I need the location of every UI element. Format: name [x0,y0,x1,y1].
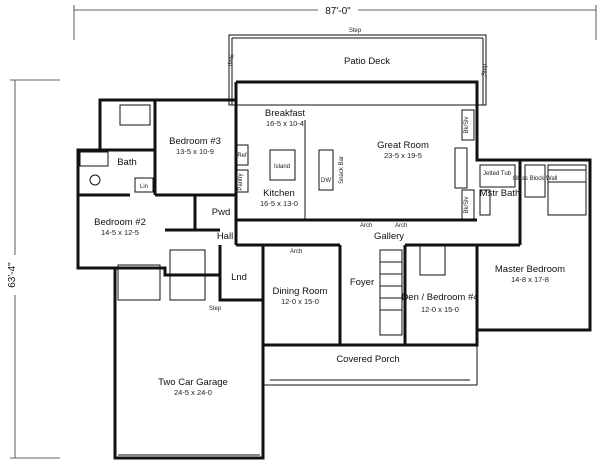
pwd-name: Pwd [212,207,230,218]
hall-name: Hall [217,231,233,242]
foyer-name: Foyer [350,277,374,288]
garage-name: Two Car Garage [158,377,228,388]
room-labels: Patio Deck Breakfast 16-5 x 10-4 Great R… [94,56,565,397]
snack-bar-label: Snack Bar [339,156,345,184]
ref-label: Ref [237,153,247,159]
fireplace [454,147,468,189]
closets [117,104,587,301]
master-bath-name-1: Mstr Bath [480,188,521,199]
depth-dimension: 63'-4" [5,79,60,459]
patio-deck-name: Patio Deck [344,56,390,67]
garage-size: 24-5 x 24-0 [174,388,212,397]
dw-label: DW [321,178,331,184]
bath-fixtures: Lin [79,151,154,193]
den-name: Den / Bedroom #4 [401,292,478,303]
patio-step-left: Step [227,54,233,67]
great-room-name: Great Room [377,140,429,151]
great-room-fixtures: Bk/Slv Bk/Slv [454,109,475,221]
island-label: Island [274,164,290,170]
bkslv-bottom: Bk/Slv [464,196,470,213]
bedroom3-name: Bedroom #3 [169,136,221,147]
garage-step: Step [209,306,222,312]
dining-room-size: 12-0 x 15-0 [281,297,319,306]
jetted-tub [479,164,516,188]
great-room-size: 23-5 x 19-5 [384,151,422,160]
width-label: 87'-0" [325,6,351,17]
laundry-name: Lnd [231,272,247,283]
breakfast-name: Breakfast [265,108,305,119]
arches: Arch Arch Arch [290,223,407,255]
width-dimension: 87'-0" [73,3,597,40]
glass-block-label: Glass Block Wall [513,176,558,182]
refrigerator [235,144,249,166]
pantry-label: Pantry [238,173,244,190]
arch-3: Arch [290,249,302,255]
lin-label: Lin [140,184,148,190]
patio-deck [228,34,487,106]
covered-porch [262,344,478,386]
arch-2: Arch [395,223,407,229]
pantry [235,169,249,193]
jetted-tub-label: Jetted Tub [483,171,512,177]
gallery-name: Gallery [374,231,404,242]
master-bath-fixtures: Jetted Tub Glass Block Wall [479,164,587,216]
den-size: 12-0 x 15-0 [421,305,459,314]
breakfast-size: 16-5 x 10-4 [266,119,304,128]
dining-room-name: Dining Room [273,286,328,297]
patio-step-right: Step [482,63,488,76]
master-bedroom-name: Master Bedroom [495,264,565,275]
staircase [379,249,403,336]
kitchen-fixtures: Island Ref Pantry DW Snack Bar [235,144,345,193]
depth-label: 63'-4" [7,262,18,288]
interior-walls [100,82,522,345]
patio-step-top: Step [349,28,362,34]
kitchen-name: Kitchen [263,188,295,199]
bedroom2-size: 14-5 x 12-5 [101,228,139,237]
bath-name: Bath [117,157,137,168]
covered-porch-name: Covered Porch [336,354,399,365]
bedroom3-size: 13-5 x 10-9 [176,147,214,156]
kitchen-size: 16-5 x 13-0 [260,199,298,208]
bkslv-top: Bk/Slv [464,116,470,133]
island [269,149,296,181]
arch-1: Arch [360,223,372,229]
master-bedroom-size: 14-8 x 17-8 [511,275,549,284]
bedroom2-name: Bedroom #2 [94,217,146,228]
